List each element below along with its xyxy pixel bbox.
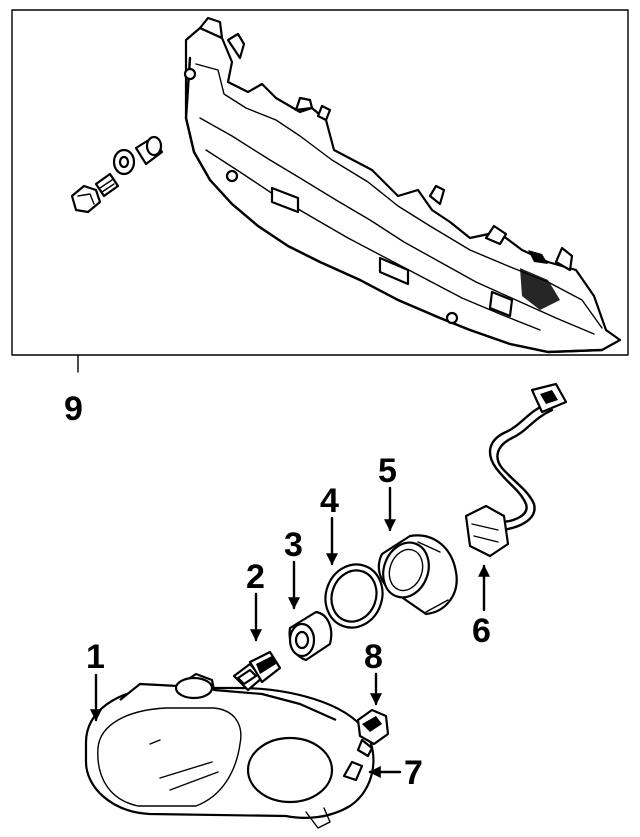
callout-6: 6 (472, 564, 491, 650)
callout-5: 5 (378, 452, 397, 532)
part-4-o-ring (324, 563, 384, 629)
callout-label-7: 7 (404, 754, 423, 792)
callout-label-3: 3 (284, 526, 303, 564)
part-3-ring (288, 610, 333, 662)
part-8-socket (356, 708, 390, 758)
callout-label-5: 5 (378, 452, 397, 490)
callout-label-1: 1 (86, 638, 105, 676)
callout-label-6: 6 (472, 612, 491, 650)
callout-label-8: 8 (364, 638, 383, 676)
callout-label-4: 4 (320, 482, 339, 520)
part-6-harness (464, 382, 568, 558)
callout-7: 7 (368, 754, 423, 792)
callout-4: 4 (320, 482, 339, 566)
callout-label-2: 2 (246, 558, 265, 596)
part-9-box (11, 9, 629, 356)
part-1-headlamp (84, 662, 375, 829)
callout-9: 9 (64, 355, 83, 428)
part-9-reinforcement (183, 16, 622, 354)
callout-3: 3 (284, 526, 303, 610)
callout-1: 1 (86, 638, 105, 722)
part-7-bulb (342, 760, 364, 782)
callout-2: 2 (246, 558, 265, 642)
part-2-bulb (236, 650, 282, 686)
callout-8: 8 (364, 638, 383, 706)
callout-label-9: 9 (64, 390, 83, 428)
part-5-cover (377, 534, 458, 616)
part-9-fasteners (70, 135, 164, 214)
